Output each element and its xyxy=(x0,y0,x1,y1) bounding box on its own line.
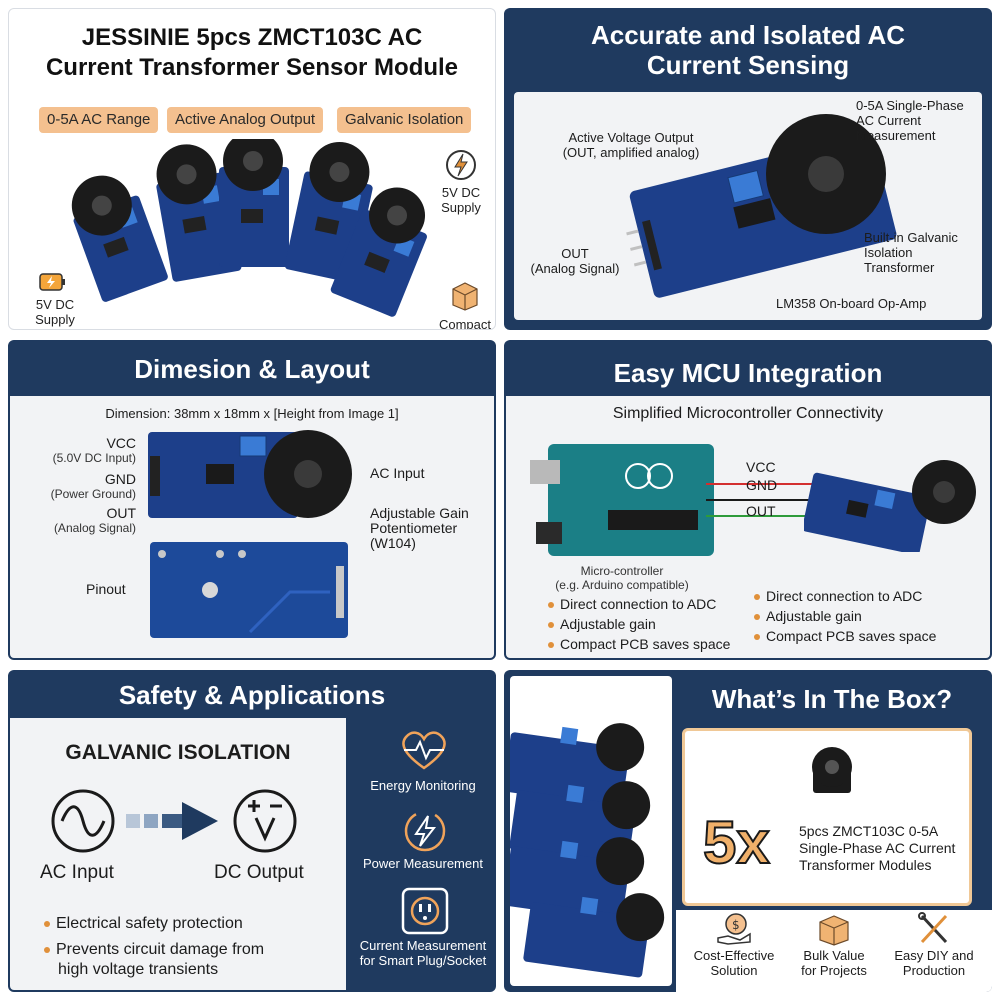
single-phase-label: 0-5A Single-Phase AC Current Measurement xyxy=(856,98,964,143)
ac-input-caption: AC Input xyxy=(40,862,114,883)
mcu-diagram: Simplified Microcontroller Connectivity … xyxy=(506,396,990,658)
dc-voltage-icon xyxy=(233,789,297,853)
benefit-cost-effective: Cost-Effective Solution xyxy=(693,948,775,978)
arduino-board-image xyxy=(530,444,714,556)
sensor-module-image xyxy=(626,114,897,298)
stacked-modules-photo xyxy=(504,676,672,986)
left-bullet-3: Compact PCB saves space xyxy=(548,634,730,654)
isolation-title: GALVANIC ISOLATION xyxy=(65,741,291,764)
safety-bullet-1: Electrical safety protection xyxy=(44,914,243,934)
box-icon xyxy=(452,282,478,311)
transformer-core-icon xyxy=(812,747,852,793)
module-4 xyxy=(284,141,373,283)
mcu-subtitle: Simplified Microcontroller Connectivity xyxy=(612,405,884,422)
compact-label: Compact xyxy=(438,317,492,330)
safety-bullet-2: Prevents circuit damage from xyxy=(44,940,264,960)
app-power-measurement: Power Measurement xyxy=(363,856,483,871)
arrow-right-icon xyxy=(126,802,218,840)
svg-text:$: $ xyxy=(732,918,740,932)
microcontroller-label: Micro-controller (e.g. Arduino compatibl… xyxy=(555,564,689,592)
ac-input-label: AC Input xyxy=(370,465,425,481)
chip-analog-output: Active Analog Output xyxy=(167,107,324,133)
coin-hand-icon: $ xyxy=(717,913,751,945)
heart-pulse-icon xyxy=(402,731,446,770)
safety-title: Safety & Applications xyxy=(118,680,386,710)
sensing-panel: Accurate and Isolated AC Current Sensing… xyxy=(504,8,992,330)
smart-socket-icon xyxy=(401,887,449,935)
supply-label-right: 5V DC Supply xyxy=(441,185,481,215)
quantity-badge: 5x xyxy=(702,809,771,876)
active-output-label: Active Voltage Output (OUT, amplified an… xyxy=(562,130,700,160)
vcc-pin-label: VCC (5.0V DC Input) xyxy=(52,435,136,466)
right-bullet-3: Compact PCB saves space xyxy=(754,626,936,646)
tools-icon xyxy=(918,912,948,944)
sensor-module-small xyxy=(804,460,976,552)
out-analog-label: OUT (Analog Signal) xyxy=(530,246,620,276)
left-bullet-2: Adjustable gain xyxy=(548,614,656,634)
app-current-measurement: Current Measurement for Smart Plug/Socke… xyxy=(359,938,487,968)
whats-in-box-panel: What’s In The Box? 5x 5pcs ZMCT103C 0-5A… xyxy=(504,670,992,992)
dc-output-caption: DC Output xyxy=(214,862,304,883)
wire-gnd-label: GND xyxy=(746,477,778,493)
galvanic-isolation-card: GALVANIC ISOLATION AC Input DC Output El… xyxy=(10,718,346,990)
wire-vcc-label: VCC xyxy=(746,459,776,475)
gain-pot-label: Adjustable Gain Potentiometer (W104) xyxy=(370,505,469,551)
benefit-easy-diy: Easy DIY and Production xyxy=(894,948,974,978)
power-bolt-icon xyxy=(404,810,446,852)
module-top-view xyxy=(148,430,352,518)
safety-bullet-2-cont: high voltage transients xyxy=(58,961,219,978)
right-bullet-2: Adjustable gain xyxy=(754,606,862,626)
module-1 xyxy=(71,175,168,302)
lightning-icon xyxy=(446,150,476,180)
modules-fan-image xyxy=(71,139,427,317)
right-bullet-1: Direct connection to ADC xyxy=(754,586,922,606)
sensing-diagram: Active Voltage Output (OUT, amplified an… xyxy=(514,92,982,320)
gnd-pin-label: GND (Power Ground) xyxy=(50,471,136,502)
mcu-panel: Easy MCU Integration Simplified Microcon… xyxy=(504,340,992,660)
dimension-panel: Dimesion & Layout Dimension: 38mm x 18mm… xyxy=(8,340,496,660)
benefit-bulk-value: Bulk Value for Projects xyxy=(801,948,867,978)
box-contents-card: 5x 5pcs ZMCT103C 0-5A Single-Phase AC Cu… xyxy=(682,728,972,906)
box-title: What’s In The Box? xyxy=(711,684,953,714)
module-5 xyxy=(330,187,427,317)
stacked-modules-image xyxy=(504,723,665,978)
out-pin-label: OUT (Analog Signal) xyxy=(53,505,136,536)
opamp-label: LM358 On-board Op-Amp xyxy=(776,296,927,311)
bulk-box-icon xyxy=(819,915,849,946)
pinout-label: Pinout xyxy=(86,581,126,597)
product-title: JESSINIE 5pcs ZMCT103C AC Current Transf… xyxy=(45,24,459,81)
module-bottom-view xyxy=(150,542,348,638)
module-3 xyxy=(219,139,289,267)
chip-galvanic-isolation: Galvanic Isolation xyxy=(337,107,472,133)
benefits-row: $ Cost-Effective Solution Bulk Value for… xyxy=(676,910,992,992)
safety-panel: Safety & Applications GALVANIC ISOLATION… xyxy=(8,670,496,992)
mcu-title: Easy MCU Integration xyxy=(613,358,883,388)
connection-wires xyxy=(706,483,814,517)
dimension-text: Dimension: 38mm x 18mm x [Height from Im… xyxy=(105,406,399,421)
app-energy-monitoring: Energy Monitoring xyxy=(370,778,476,793)
box-description: 5pcs ZMCT103C 0-5A Single-Phase AC Curre… xyxy=(799,823,956,873)
builtin-isolation-label: Built-in Galvanic Isolation Transformer xyxy=(864,230,958,275)
dimension-title: Dimesion & Layout xyxy=(134,354,370,384)
left-bullet-1: Direct connection to ADC xyxy=(548,594,716,614)
supply-label-left: 5V DC Supply xyxy=(35,297,75,327)
battery-icon xyxy=(39,273,65,291)
wire-out-label: OUT xyxy=(746,503,776,519)
ac-wave-icon xyxy=(51,789,115,853)
dimension-diagram: Dimension: 38mm x 18mm x [Height from Im… xyxy=(10,396,494,658)
product-hero-panel: JESSINIE 5pcs ZMCT103C AC Current Transf… xyxy=(8,8,496,330)
sensing-title: Accurate and Isolated AC Current Sensing xyxy=(590,20,905,80)
chip-ac-range: 0-5A AC Range xyxy=(39,107,159,133)
